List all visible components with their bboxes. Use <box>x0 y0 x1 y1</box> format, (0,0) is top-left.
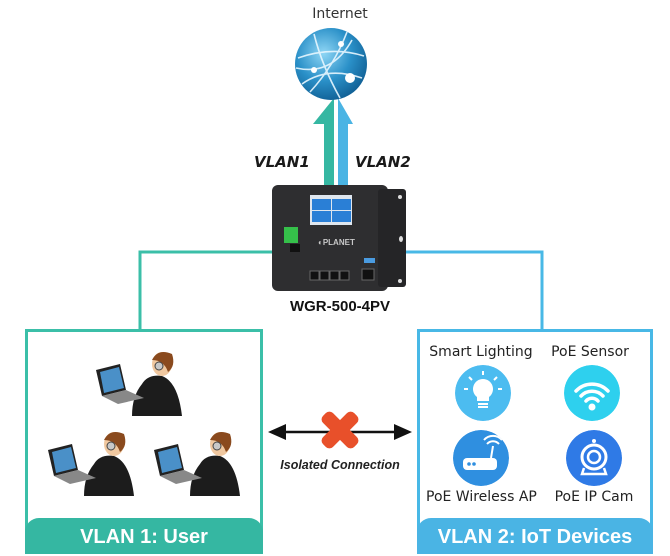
user-laptop-icon <box>96 352 182 416</box>
vlan2-link <box>402 250 544 330</box>
webcam-icon <box>566 430 622 486</box>
vlan1-uplink-arrow <box>313 98 334 188</box>
vlan1-uplink-label: VLAN1 <box>254 153 310 171</box>
internet-label: Internet <box>312 6 368 22</box>
wifi-signal-icon <box>564 365 620 421</box>
iot-label-poe-wireless-ap: PoE Wireless AP <box>426 489 537 505</box>
vlan1-user-group: VLAN 1: User <box>25 329 263 554</box>
vlan2-title: VLAN 2: IoT Devices <box>417 518 653 554</box>
vlan1-link <box>138 250 280 330</box>
user-laptop-icon <box>154 432 240 496</box>
iot-label-poe-sensor: PoE Sensor <box>551 344 629 360</box>
iot-label-smart-lighting: Smart Lighting <box>429 344 533 360</box>
wireless-router-icon <box>453 430 509 486</box>
router-device: ◐PLANET <box>272 185 406 291</box>
device-model-label: WGR-500-4PV <box>289 298 391 315</box>
globe-icon <box>295 28 367 100</box>
vlan2-uplink-label: VLAN2 <box>355 153 411 171</box>
vlan1-title: VLAN 1: User <box>25 518 263 554</box>
red-x-icon <box>321 411 359 449</box>
lightbulb-icon <box>455 365 511 421</box>
vlan2-iot-group: VLAN 2: IoT Devices <box>417 329 653 554</box>
device-brand-logo: ◐PLANET <box>318 238 355 247</box>
iot-label-poe-ip-cam: PoE IP Cam <box>554 489 634 505</box>
user-laptop-icon <box>48 432 134 496</box>
isolation-label: Isolated Connection <box>280 458 400 472</box>
vlan2-uplink-arrow <box>338 98 353 188</box>
touchscreen <box>310 195 352 225</box>
